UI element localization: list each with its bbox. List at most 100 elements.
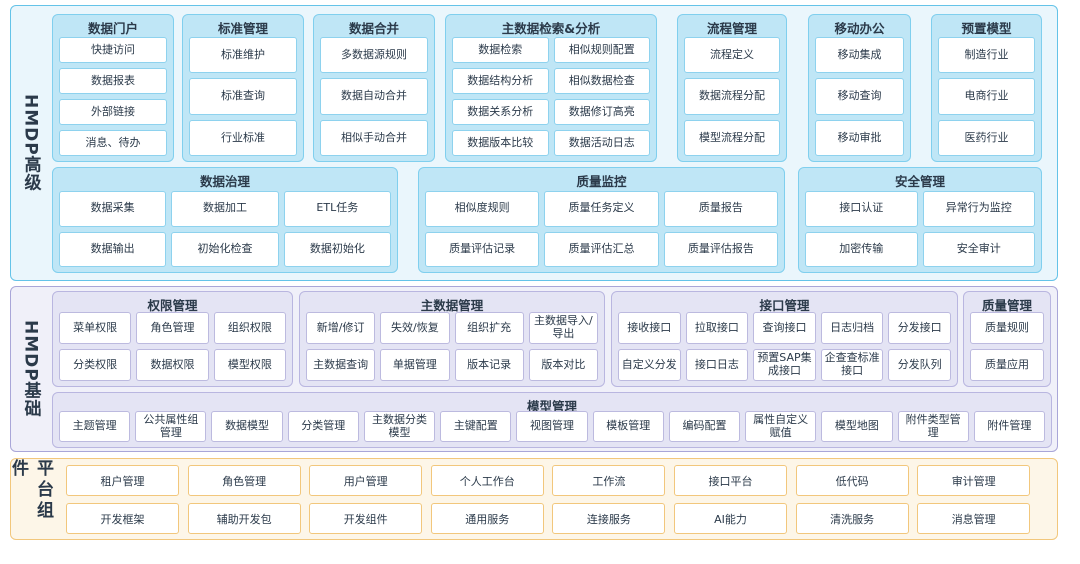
item-category-management[interactable]: 分类管理 (287, 411, 359, 442)
item-init-check[interactable]: 初始化检查 (171, 231, 279, 267)
platform-item[interactable]: 角色管理 (187, 465, 301, 496)
item-quality-application[interactable]: 质量应用 (970, 349, 1044, 381)
item-data-report[interactable]: 数据报表 (59, 68, 167, 94)
item-quality-rule[interactable]: 质量规则 (970, 312, 1044, 344)
item-similar-rule-config[interactable]: 相似规则配置 (553, 37, 650, 63)
item-model-map[interactable]: 模型地图 (821, 411, 893, 442)
item-model-permission[interactable]: 模型权限 (213, 349, 286, 381)
item-pharma[interactable]: 医药行业 (938, 119, 1035, 156)
item-version-compare[interactable]: 数据版本比较 (452, 130, 549, 156)
item-data-collection[interactable]: 数据采集 (59, 191, 167, 227)
item-process-definition[interactable]: 流程定义 (684, 37, 780, 74)
item-query-interface[interactable]: 查询接口 (753, 312, 816, 344)
item-template-management[interactable]: 模板管理 (592, 411, 664, 442)
item-similarity-rule[interactable]: 相似度规则 (425, 191, 540, 227)
item-model-process-assign[interactable]: 模型流程分配 (684, 119, 780, 156)
item-dispatch-interface[interactable]: 分发接口 (888, 312, 951, 344)
item-messages-todo[interactable]: 消息、待办 (59, 130, 167, 156)
item-security-audit[interactable]: 安全审计 (922, 231, 1035, 267)
platform-item[interactable]: 个人工作台 (430, 465, 544, 496)
item-multi-source-rule[interactable]: 多数据源规则 (320, 37, 428, 74)
item-quality-task-def[interactable]: 质量任务定义 (544, 191, 659, 227)
platform-item[interactable]: 开发组件 (309, 503, 423, 534)
item-org-permission[interactable]: 组织权限 (213, 312, 286, 344)
item-mobile-query[interactable]: 移动查询 (815, 78, 904, 115)
item-org-extend[interactable]: 组织扩充 (454, 312, 524, 344)
item-version-record[interactable]: 版本记录 (454, 349, 524, 381)
item-category-model[interactable]: 主数据分类模型 (363, 411, 436, 442)
item-similar-data-check[interactable]: 相似数据检查 (553, 68, 650, 94)
item-data-processing[interactable]: 数据加工 (171, 191, 279, 227)
platform-item[interactable]: 连接服务 (552, 503, 666, 534)
item-interface-auth[interactable]: 接口认证 (805, 191, 918, 227)
item-activity-log[interactable]: 数据活动日志 (553, 130, 650, 156)
item-relation-analysis[interactable]: 数据关系分析 (452, 99, 549, 125)
item-role-management[interactable]: 角色管理 (136, 312, 209, 344)
item-menu-permission[interactable]: 菜单权限 (59, 312, 132, 344)
section-standard-management: 标准管理 标准维护 标准查询 行业标准 (182, 14, 304, 162)
item-data-permission[interactable]: 数据权限 (136, 349, 209, 381)
item-data-search[interactable]: 数据检索 (452, 37, 549, 63)
item-document-management[interactable]: 单据管理 (380, 349, 450, 381)
item-quality-report[interactable]: 质量报告 (663, 191, 778, 227)
item-data-output[interactable]: 数据输出 (59, 231, 167, 267)
item-qichacha-interface[interactable]: 企查查标准接口 (820, 349, 884, 381)
item-receive-interface[interactable]: 接收接口 (618, 312, 681, 344)
item-topic-management[interactable]: 主题管理 (59, 411, 131, 442)
platform-item[interactable]: 辅助开发包 (187, 503, 301, 534)
platform-item[interactable]: AI能力 (674, 503, 787, 534)
platform-item[interactable]: 通用服务 (430, 503, 544, 534)
item-code-config[interactable]: 编码配置 (668, 411, 741, 442)
item-version-diff[interactable]: 版本对比 (528, 349, 598, 381)
section-title: 移动办公 (834, 21, 885, 36)
item-public-attr-group[interactable]: 公共属性组管理 (135, 411, 207, 442)
item-anomaly-monitor[interactable]: 异常行为监控 (922, 191, 1035, 227)
item-quality-eval-record[interactable]: 质量评估记录 (425, 231, 540, 267)
item-category-permission[interactable]: 分类权限 (59, 349, 132, 381)
item-manufacturing[interactable]: 制造行业 (938, 37, 1035, 74)
item-quality-eval-report[interactable]: 质量评估报告 (663, 231, 778, 267)
item-dispatch-queue[interactable]: 分发队列 (888, 349, 951, 381)
item-data-model[interactable]: 数据模型 (211, 411, 283, 442)
item-structure-analysis[interactable]: 数据结构分析 (452, 68, 549, 94)
item-industry-standard[interactable]: 行业标准 (189, 119, 297, 156)
platform-item[interactable]: 接口平台 (674, 465, 787, 496)
item-log-archive[interactable]: 日志归档 (820, 312, 884, 344)
item-encrypted-transfer[interactable]: 加密传输 (805, 231, 918, 267)
item-auto-merge[interactable]: 数据自动合并 (320, 78, 428, 115)
item-attachment-management[interactable]: 附件管理 (973, 411, 1045, 442)
item-data-process-assign[interactable]: 数据流程分配 (684, 78, 780, 115)
item-quality-eval-summary[interactable]: 质量评估汇总 (544, 231, 659, 267)
item-standard-query[interactable]: 标准查询 (189, 78, 297, 115)
item-attachment-type[interactable]: 附件类型管理 (897, 411, 969, 442)
item-mobile-approval[interactable]: 移动审批 (815, 119, 904, 156)
item-view-management[interactable]: 视图管理 (516, 411, 588, 442)
platform-item[interactable]: 消息管理 (917, 503, 1031, 534)
item-ecommerce[interactable]: 电商行业 (938, 78, 1035, 115)
platform-item[interactable]: 工作流 (552, 465, 666, 496)
item-pull-interface[interactable]: 拉取接口 (685, 312, 749, 344)
item-add-revise[interactable]: 新增/修订 (306, 312, 376, 344)
item-external-link[interactable]: 外部链接 (59, 99, 167, 125)
item-revision-highlight[interactable]: 数据修订高亮 (553, 99, 650, 125)
item-mobile-integration[interactable]: 移动集成 (815, 37, 904, 74)
item-sap-integration[interactable]: 预置SAP集成接口 (753, 349, 816, 381)
item-quick-access[interactable]: 快捷访问 (59, 37, 167, 63)
platform-item[interactable]: 用户管理 (309, 465, 423, 496)
item-invalidate-restore[interactable]: 失效/恢复 (380, 312, 450, 344)
item-custom-dispatch[interactable]: 自定义分发 (618, 349, 681, 381)
item-standard-maintenance[interactable]: 标准维护 (189, 37, 297, 74)
platform-item[interactable]: 租户管理 (66, 465, 179, 496)
item-data-init[interactable]: 数据初始化 (283, 231, 391, 267)
platform-item[interactable]: 审计管理 (917, 465, 1031, 496)
item-etl-task[interactable]: ETL任务 (283, 191, 391, 227)
platform-item[interactable]: 低代码 (795, 465, 909, 496)
item-attr-custom-value[interactable]: 属性自定义赋值 (745, 411, 817, 442)
item-import-export[interactable]: 主数据导入/导出 (528, 312, 598, 344)
platform-item[interactable]: 开发框架 (66, 503, 179, 534)
item-master-data-query[interactable]: 主数据查询 (306, 349, 376, 381)
item-interface-log[interactable]: 接口日志 (685, 349, 749, 381)
item-primary-key-config[interactable]: 主键配置 (440, 411, 512, 442)
platform-item[interactable]: 清洗服务 (795, 503, 909, 534)
item-manual-merge[interactable]: 相似手动合并 (320, 119, 428, 156)
